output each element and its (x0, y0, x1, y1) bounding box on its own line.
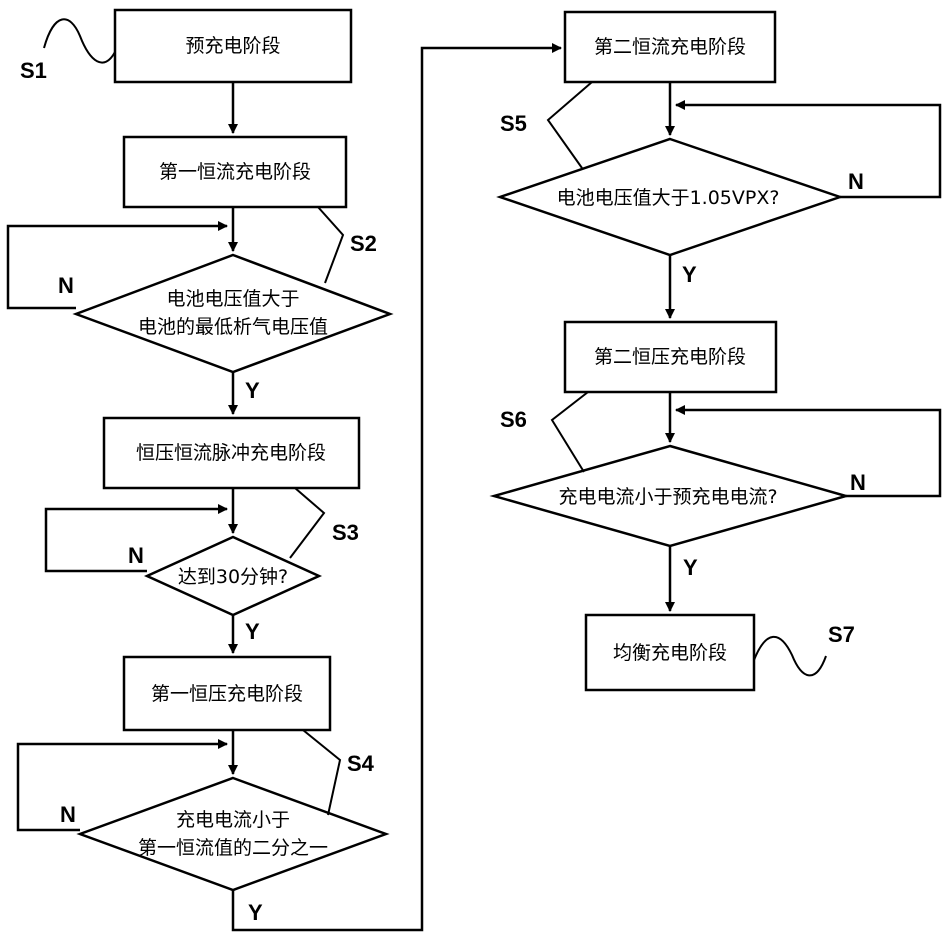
decision1-line1: 电池电压值大于 (166, 288, 299, 310)
s4-leader (302, 729, 342, 816)
s6-label: S6 (500, 407, 527, 432)
first-cc-box (122, 135, 348, 209)
precharge-box (113, 8, 353, 84)
s5-label: S5 (500, 111, 527, 136)
s5-leader (546, 81, 593, 169)
balance-text: 均衡充电阶段 (613, 642, 727, 664)
arrow-decision3-yes-to-second-cc (231, 43, 562, 932)
s6-leader (550, 391, 589, 473)
loop-no-decision4 (675, 100, 942, 199)
decision3-line1: 充电电流小于 (176, 809, 290, 831)
s1-leader (43, 18, 116, 64)
decision1-diamond (72, 253, 394, 374)
decision5-yes-label: Y (683, 555, 698, 580)
second-cc-text: 第二恒流充电阶段 (594, 36, 746, 58)
decision3-line2: 第一恒流值的二分之一 (138, 837, 328, 859)
decision2-no-label: N (128, 543, 144, 568)
decision5-no-label: N (850, 470, 866, 495)
balance-box (584, 613, 756, 692)
s3-leader (289, 487, 326, 559)
first-cv-box (122, 655, 332, 732)
precharge-text: 预充电阶段 (185, 35, 280, 57)
s2-label: S2 (350, 231, 377, 256)
cv-cc-pulse-text: 恒压恒流脉冲充电阶段 (136, 442, 326, 464)
second-cv-text: 第二恒压充电阶段 (594, 346, 746, 368)
decision2-text: 达到30分钟? (178, 566, 288, 588)
decision1-yes-label: Y (245, 378, 260, 403)
decision3-yes-label: Y (248, 900, 263, 925)
decision4-no-label: N (848, 169, 864, 194)
second-cv-box (563, 320, 778, 394)
first-cc-text: 第一恒流充电阶段 (159, 161, 311, 183)
decision3-no-label: N (60, 802, 76, 827)
decision4-yes-label: Y (682, 262, 697, 287)
decision4-text: 电池电压值大于1.05VPX? (557, 187, 780, 209)
s4-label: S4 (347, 751, 375, 776)
decision1-line2: 电池的最低析气电压值 (138, 316, 328, 338)
s1-label: S1 (20, 58, 47, 83)
first-cv-text: 第一恒压充电阶段 (151, 683, 303, 705)
loop-no-decision1 (6, 221, 228, 310)
decision1-no-label: N (58, 273, 74, 298)
cv-cc-pulse-box (102, 416, 361, 490)
loop-no-decision5 (675, 405, 942, 498)
s3-label: S3 (332, 520, 359, 545)
decision5-text: 充电电流小于预充电电流? (558, 486, 777, 508)
loop-no-decision2 (44, 504, 228, 573)
decision3-diamond (76, 776, 390, 892)
loop-no-decision3 (16, 739, 228, 832)
second-cc-box (563, 10, 777, 84)
decision2-yes-label: Y (245, 619, 260, 644)
s7-label: S7 (828, 622, 855, 647)
s2-leader (317, 206, 345, 284)
s7-leader (753, 635, 827, 677)
